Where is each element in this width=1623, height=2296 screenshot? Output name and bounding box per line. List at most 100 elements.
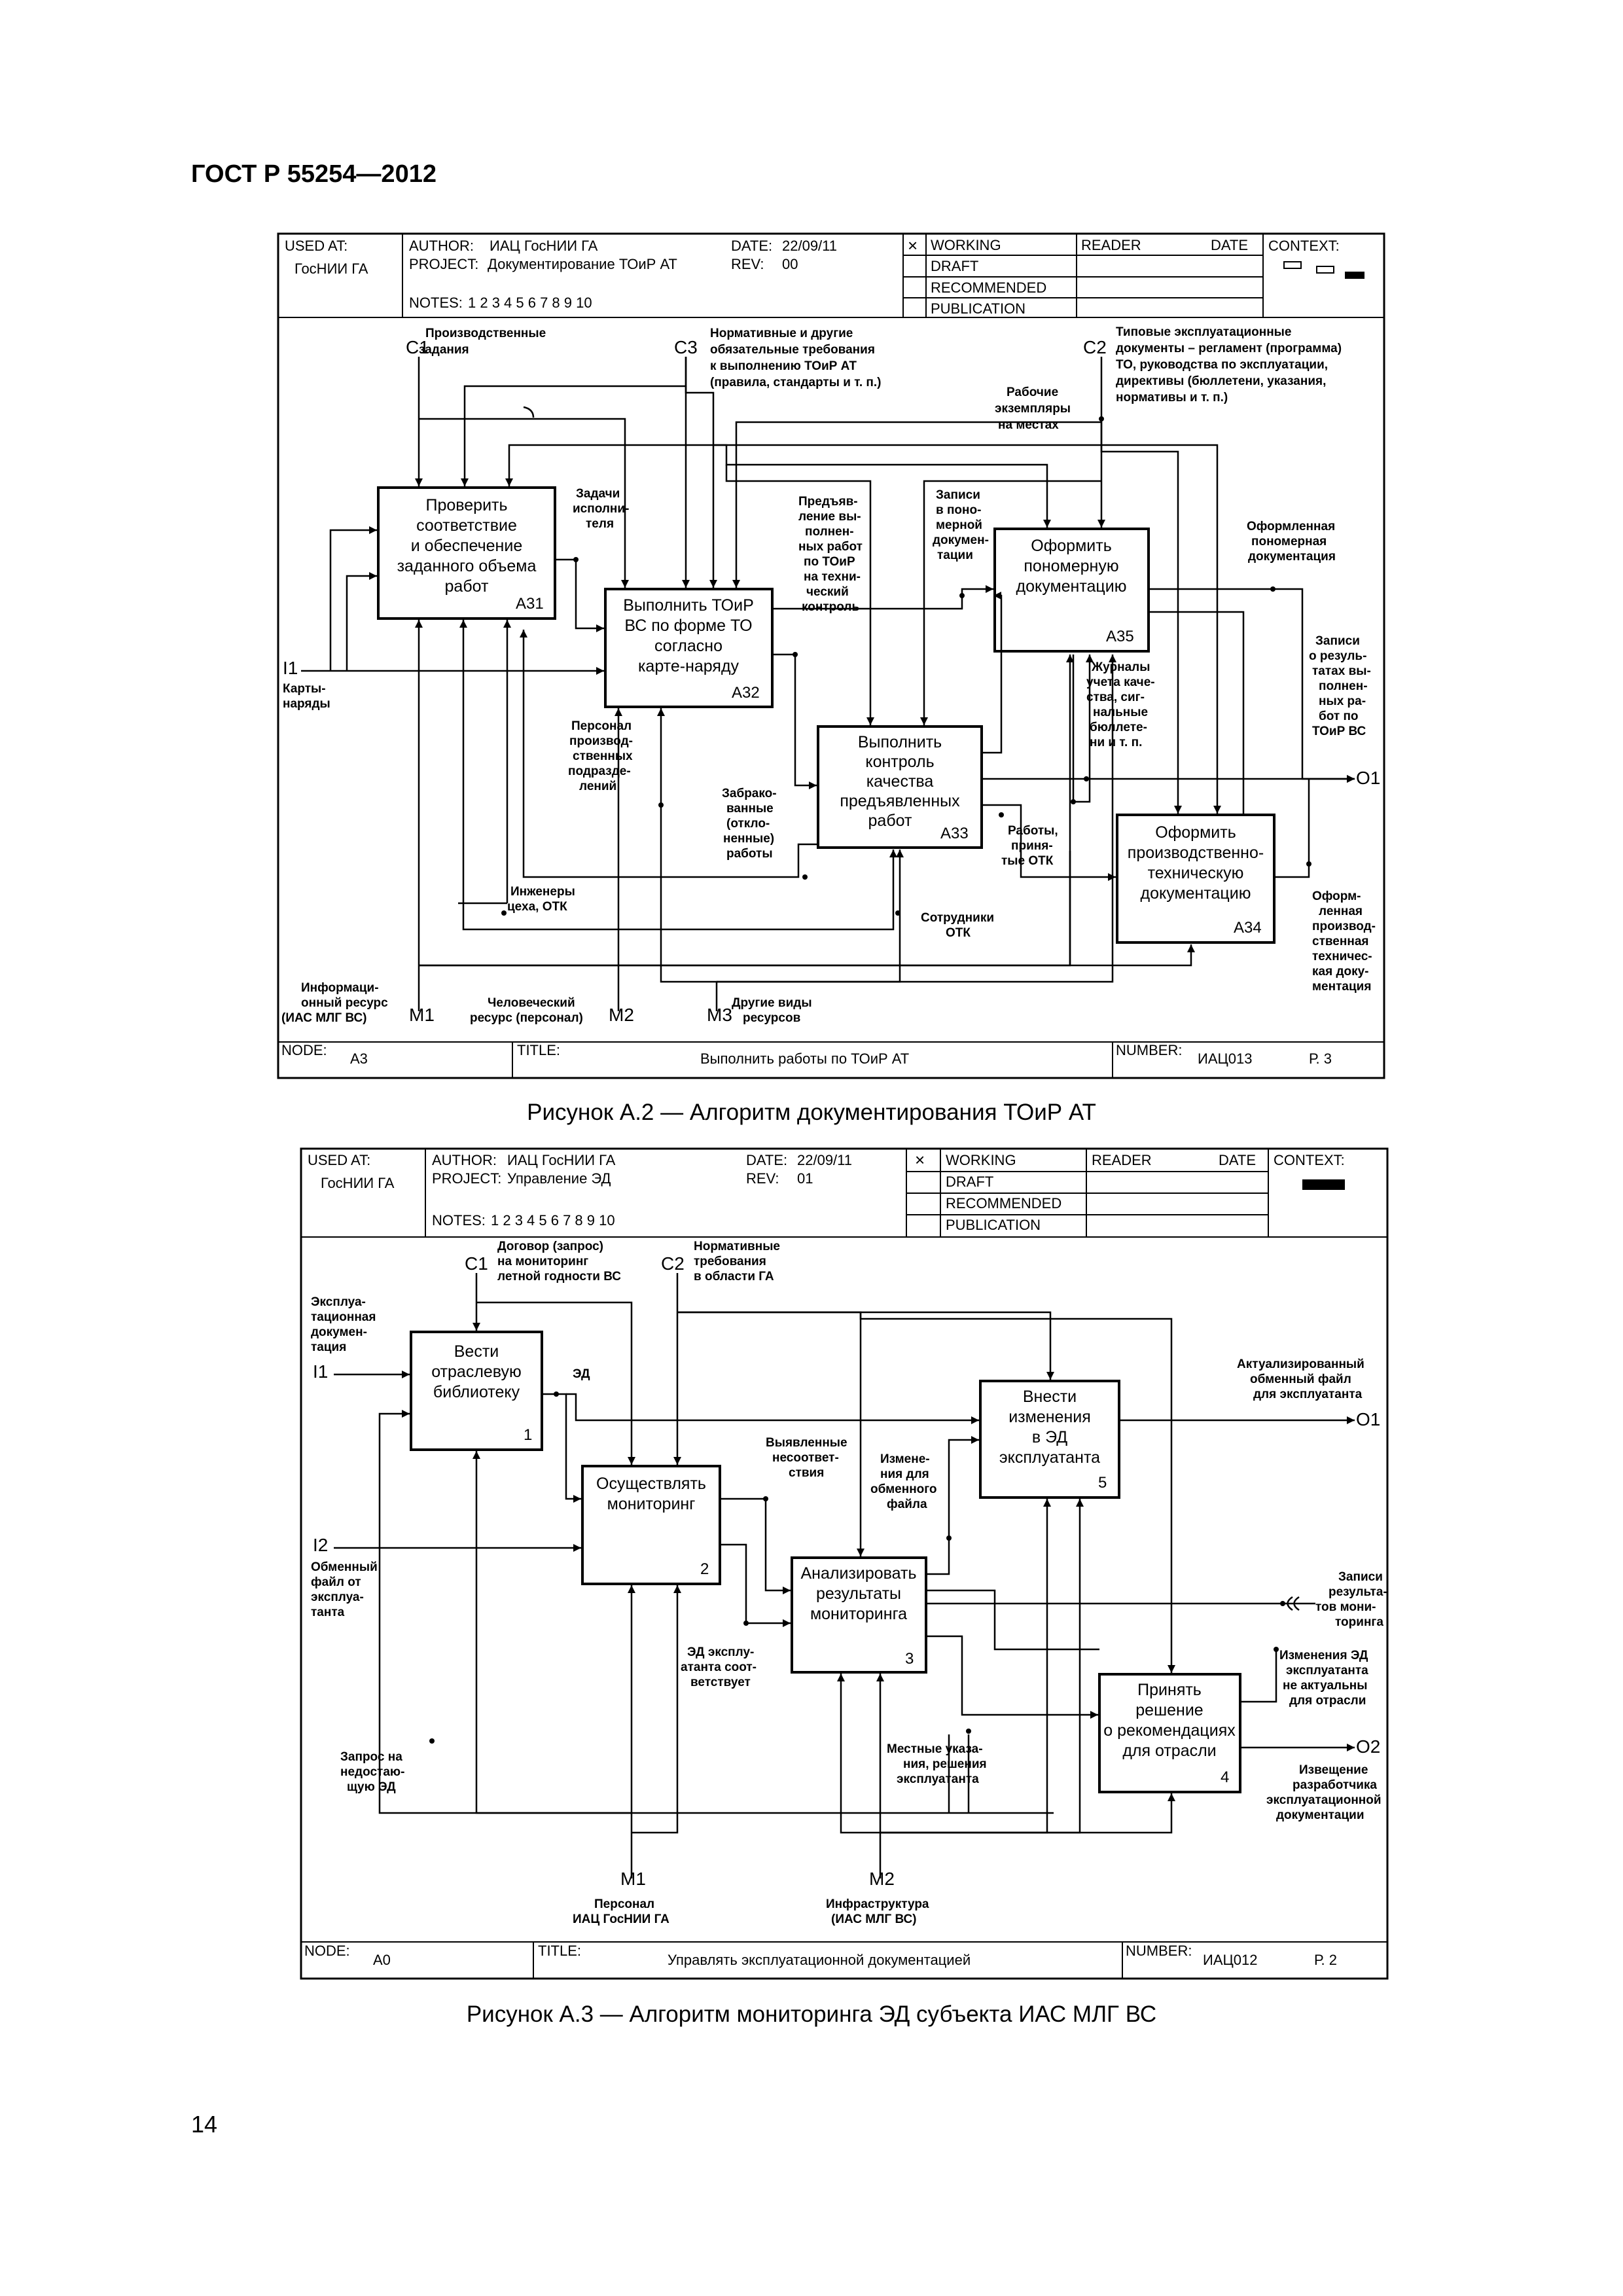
serial-doc-label: документация [1248,550,1336,564]
status-publication: PUBLICATION [946,1217,1041,1233]
label-connectors-a2 [501,416,1311,916]
box-label: документацию [1016,577,1127,596]
presented-label: полнен- [805,525,854,539]
header-text: USED AT: ГосНИИ ГА AUTHOR: ИАЦ ГосНИИ ГА… [285,236,1340,317]
tasks-label: теля [586,517,614,531]
cards-label: Карты- [283,682,326,696]
used-at-label: USED AT: [308,1152,370,1168]
serial-records-label: докумен- [933,533,989,547]
c2-label: в области ГА [694,1270,774,1283]
i1-label: тационная [311,1310,376,1324]
project-label: PROJECT: [432,1170,501,1187]
node-label: NODE: [281,1042,327,1058]
results-records-label: ТОиР ВС [1312,725,1366,738]
diagram-frame [300,1147,1389,1980]
arrow-network-a2 [301,357,1355,1011]
tunnel-o1: O1 [1356,768,1380,788]
o2-label: эксплуатационной [1266,1793,1382,1807]
box-label: Вести [454,1342,499,1361]
tunnel-i2: I2 [313,1535,328,1555]
box-label: контроль [865,753,934,771]
number-value: ИАЦ013 [1198,1050,1252,1067]
context-label: CONTEXT: [1268,238,1340,254]
used-at-value: ГосНИИ ГА [294,260,368,277]
page-value: Р. 2 [1314,1952,1337,1968]
figure-caption-a3: Рисунок А.3 — Алгоритм мониторинга ЭД су… [466,2001,1157,2027]
changes-exchange-label: файла [887,1498,927,1511]
records-output-connector [1293,1596,1300,1611]
activity-box-3: Анализировать результаты мониторинга 3 [791,1556,927,1674]
box-label: качества [866,772,934,791]
rev-label: REV: [731,256,764,272]
activity-box-a34: Оформить производственно- техническую до… [1116,814,1275,944]
missing-request-label: недостаю- [340,1765,404,1779]
o2-label: документации [1276,1808,1364,1822]
box-code: А33 [940,825,969,842]
prod-doc-label: ственная [1312,935,1368,948]
box-label: предъявленных [840,792,960,810]
ed-conforms-label: ЭД эксплу- [687,1645,754,1659]
prod-doc-label: ментация [1312,980,1371,994]
node-value: А3 [350,1050,368,1067]
c2-label: ТО, руководства по эксплуатации, [1116,358,1328,372]
working-copies-label: на местах [998,418,1059,432]
status-recommended: RECOMMENDED [946,1195,1061,1211]
arrow-labels-a3: Договор (запрос) на мониторинг летной го… [311,1240,1387,1926]
activity-box-a35: Оформить пономерную документацию А35 [993,528,1150,653]
missing-request-label: щую ЭД [347,1780,396,1794]
tunnel-m2: M2 [869,1869,895,1889]
notes-value: 1 2 3 4 5 6 7 8 9 10 [468,295,592,311]
tunnel-m1: M1 [409,1005,435,1025]
c1-label: Производственные [425,327,546,340]
box-code: 1 [524,1426,532,1444]
box-label: Осуществлять [596,1475,706,1493]
ed-conforms-label: атанта соот- [681,1660,757,1674]
accepted-label: Работы, [1008,824,1058,838]
box-label: изменения [1008,1408,1091,1426]
number-value: ИАЦ012 [1203,1952,1257,1968]
date-value: 22/09/11 [782,238,837,254]
presented-label: по ТОиР [804,555,855,569]
c3-label: к выполнению ТОиР АТ [710,359,857,373]
m3-label: ресурсов [743,1011,800,1025]
rejected-label: ненные) [723,832,774,846]
serial-doc-label: Оформленная [1247,520,1335,533]
project-label: PROJECT: [409,256,478,272]
label-connectors-a3 [429,1391,1285,1744]
title-value: Выполнить работы по ТОиР АТ [700,1050,909,1067]
rejected-label: (откло- [726,817,770,831]
o1-label: Актуализированный [1237,1357,1364,1371]
otk-label: ОТК [946,926,971,940]
mon-records-label: результа- [1329,1585,1387,1599]
activity-box-5: Внести изменения в ЭД эксплуатанта 5 [979,1380,1120,1499]
title-label: TITLE: [517,1042,560,1058]
i2-label: файл от [311,1575,361,1589]
activity-box-a32: Выполнить ТОиР ВС по форме ТО согласно к… [604,588,774,708]
status-recommended: RECOMMENDED [931,279,1046,296]
author-value: ИАЦ ГосНИИ ГА [490,238,598,254]
serial-records-label: в поно- [936,503,981,517]
tunnel-i1: I1 [313,1361,328,1382]
o2-label: разработчика [1293,1778,1377,1792]
title-label: TITLE: [538,1943,581,1959]
box-code: 5 [1098,1474,1107,1492]
box-label: заданного объема [397,557,537,575]
changes-exchange-label: обменного [870,1482,937,1496]
presented-label: Предъяв- [798,495,858,509]
project-value: Управление ЭД [507,1170,611,1187]
accepted-label: приня- [1011,839,1053,853]
c1-label: Договор (запрос) [497,1240,603,1253]
m1-label: ИАЦ ГосНИИ ГА [573,1912,669,1926]
personnel-label: подразде- [568,764,631,778]
personnel-label: Персонал [571,719,632,733]
box-label: мониторинг [607,1495,696,1513]
personnel-label: производ- [569,734,633,748]
header-grid [278,234,1384,318]
o2-label: Извещение [1299,1763,1368,1777]
box-label: Проверить [425,496,507,514]
box-code: 2 [700,1560,709,1578]
presented-label: контроль [802,600,859,614]
header-grid [301,1149,1387,1979]
rejected-label: Забрако- [722,787,777,800]
